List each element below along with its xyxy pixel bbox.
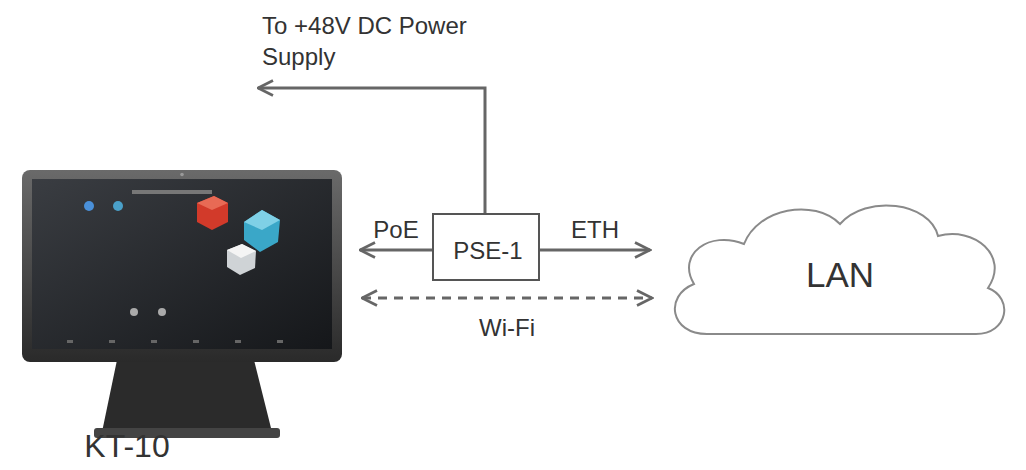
tablet-device: KT-10 — [22, 170, 342, 362]
tablet-illustration — [22, 170, 342, 362]
cable-link — [360, 249, 432, 252]
node-label: KT-10 — [12, 426, 242, 468]
wireless-link — [362, 297, 652, 300]
node-label: PSE-1 — [434, 235, 542, 266]
link-label: ETH — [525, 214, 665, 245]
link-label: PoE — [326, 214, 466, 245]
cable-link — [540, 249, 650, 252]
power-note: To +48V DC Power Supply — [262, 10, 492, 72]
device-box: PSE-1 — [432, 213, 540, 281]
node-label: LAN — [770, 252, 910, 298]
power-wire — [258, 88, 485, 213]
link-label: Wi-Fi — [437, 312, 577, 343]
network-cloud: LAN — [662, 196, 1014, 338]
